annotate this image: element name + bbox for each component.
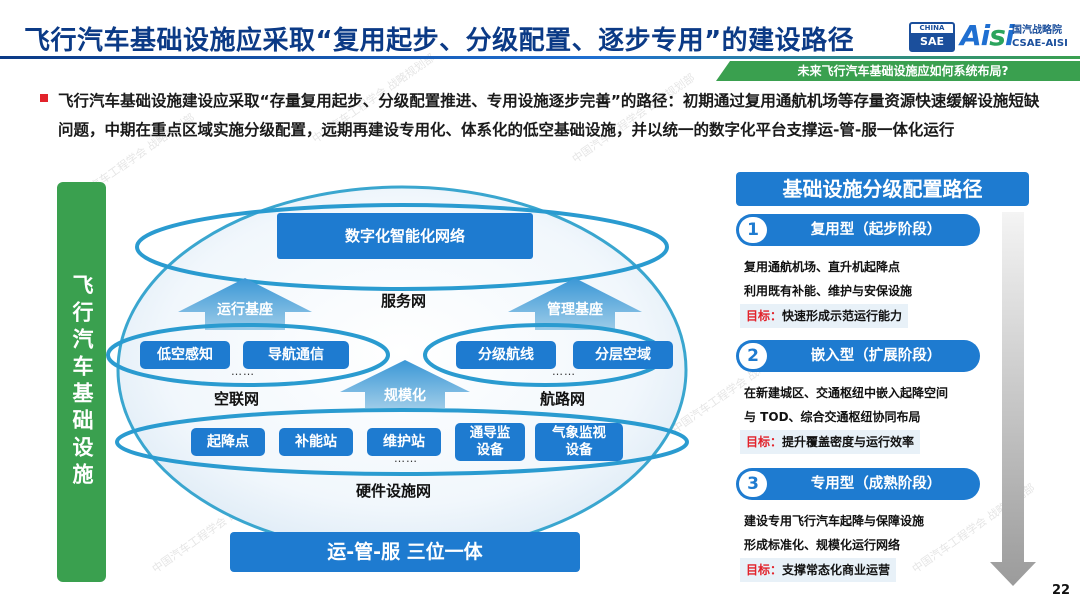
- title-underline: [0, 56, 1080, 59]
- stage-goal: 目标：快速形成示范运行能力: [740, 304, 909, 328]
- goal-label: 目标：: [746, 435, 783, 449]
- air-net-item: 导航通信: [243, 341, 349, 369]
- page-number: 22: [1052, 583, 1071, 598]
- route-net-item: 分层空域: [573, 341, 673, 369]
- hardware-net-label: 硬件设施网: [356, 482, 432, 500]
- goal-label: 目标：: [746, 309, 783, 323]
- arrow-up-right: [508, 278, 642, 330]
- hardware-item: 补能站: [279, 428, 353, 456]
- org-name: 国汽战略院: [1012, 25, 1062, 36]
- digital-network-box: 数字化智能化网络: [277, 213, 533, 259]
- integration-banner: 运-管-服 三位一体: [230, 532, 580, 572]
- arrow-label-operation: 运行基座: [217, 302, 273, 318]
- intro-paragraph: 飞行汽车基础设施建设应采取“存量复用起步、分级配置推进、专用设施逐步完善”的路径…: [58, 92, 1040, 139]
- stage-number: 2: [739, 343, 767, 369]
- org-abbr: CSAE-AISI: [1012, 38, 1068, 49]
- stage-title: 嵌入型（扩展阶段）: [810, 348, 942, 364]
- stage-desc: 与 TOD、综合交通枢纽协同布局: [744, 410, 921, 424]
- stage-2-pill: 2 嵌入型（扩展阶段）: [736, 340, 980, 372]
- stage-3-pill: 3 专用型（成熟阶段）: [736, 468, 980, 500]
- route-net-ellipsis: ……: [552, 365, 576, 378]
- stage-1-pill: 1 复用型（起步阶段）: [736, 214, 980, 246]
- org-logo-text: 国汽战略院 CSAE-AISI: [1012, 24, 1068, 50]
- hardware-item: 维护站: [367, 428, 441, 456]
- stage-desc: 形成标准化、规模化运行网络: [744, 538, 901, 552]
- stage-desc: 利用既有补能、维护与安保设施: [744, 284, 913, 298]
- stage-goal: 目标：提升覆盖密度与运行效率: [740, 430, 921, 454]
- route-net-item: 分级航线: [456, 341, 556, 369]
- air-net-ellipsis: ……: [231, 365, 255, 378]
- sae-logo-top-text: CHINA: [919, 24, 945, 32]
- stage-title: 复用型（起步阶段）: [810, 222, 942, 238]
- left-vertical-text: 飞行汽车基础设施: [70, 274, 94, 490]
- arrow-up-left: [178, 278, 312, 330]
- sae-logo-text: SAE: [911, 33, 953, 50]
- stage-title: 专用型（成熟阶段）: [810, 476, 942, 492]
- stage-number: 3: [739, 471, 767, 497]
- stage-desc: 在新建城区、交通枢纽中嵌入起降空间: [744, 386, 949, 400]
- china-sae-logo: CHINA SAE: [909, 22, 955, 52]
- stage-desc: 复用通航机场、直升机起降点: [744, 260, 901, 274]
- stage-goal: 目标：支撑常态化商业运营: [740, 558, 897, 582]
- arrow-up-middle: [340, 360, 470, 408]
- goal-text: 提升覆盖密度与运行效率: [782, 435, 915, 449]
- bullet-icon: [40, 94, 48, 102]
- left-vertical-label: 飞行汽车基础设施: [57, 182, 106, 582]
- panel-heading: 基础设施分级配置路径: [736, 172, 1029, 206]
- service-net-ring: [135, 203, 669, 291]
- air-net-label: 空联网: [214, 390, 260, 408]
- hardware-item: 通导监 设备: [455, 423, 525, 461]
- page-title: 飞行汽车基础设施应采取“复用起步、分级配置、逐步专用”的建设路径: [24, 26, 855, 56]
- subtitle-tag: 未来飞行汽车基础设施应如何系统布局?: [716, 61, 1080, 81]
- arrow-label-scale: 规模化: [384, 388, 426, 404]
- route-net-label: 航路网: [540, 390, 586, 408]
- hardware-ellipsis: ……: [394, 452, 418, 465]
- hardware-net-ring: [115, 408, 689, 476]
- aisi-logo: Aisi: [960, 19, 1015, 52]
- arrow-label-management: 管理基座: [547, 302, 603, 318]
- air-net-ring: [106, 323, 390, 387]
- goal-label: 目标：: [746, 563, 783, 577]
- goal-text: 支撑常态化商业运营: [782, 563, 891, 577]
- service-net-label: 服务网: [381, 292, 427, 310]
- air-net-item: 低空感知: [140, 341, 230, 369]
- hardware-item: 气象监视 设备: [535, 423, 623, 461]
- stage-number: 1: [739, 217, 767, 243]
- progress-down-arrow-icon: [990, 212, 1036, 586]
- stage-desc: 建设专用飞行汽车起降与保障设施: [744, 514, 925, 528]
- goal-text: 快速形成示范运行能力: [782, 309, 903, 323]
- hardware-item: 起降点: [191, 428, 265, 456]
